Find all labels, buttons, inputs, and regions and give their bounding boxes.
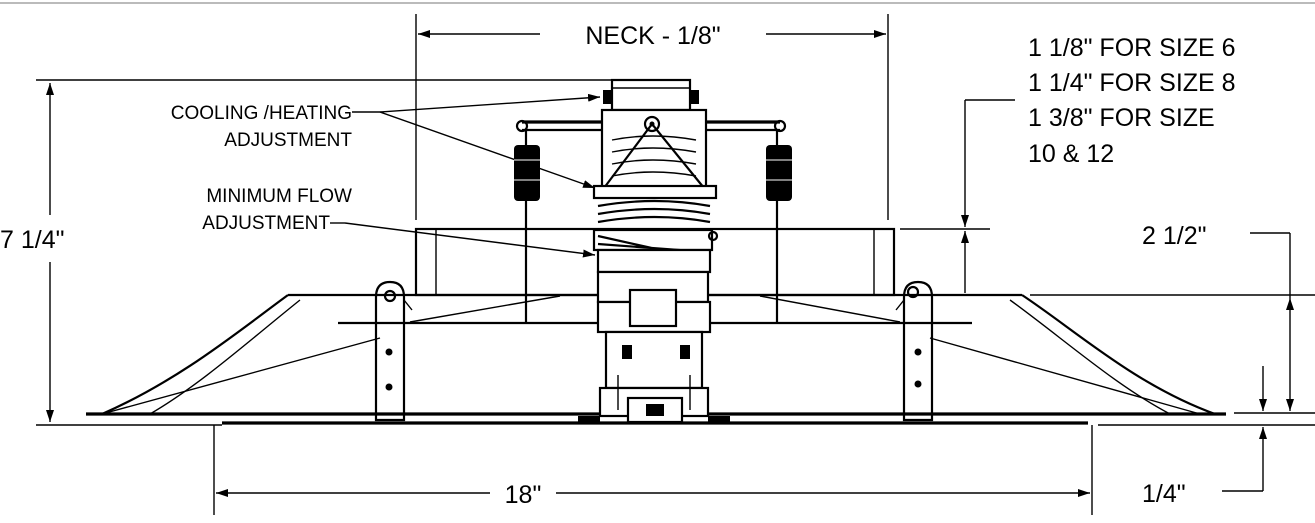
left-bracket-hole-a bbox=[385, 348, 393, 356]
cooling-heating-callout: COOLING /HEATING ADJUSTMENT bbox=[171, 93, 601, 189]
right-counterweight bbox=[766, 145, 792, 201]
cooling-leader-b bbox=[379, 111, 596, 189]
right-bracket-body bbox=[902, 280, 934, 422]
cap-knob-left bbox=[603, 90, 612, 104]
housing-right-inner bbox=[1009, 299, 1171, 415]
min-flow-screw bbox=[707, 230, 719, 242]
minflow-label-line2: ADJUSTMENT bbox=[202, 213, 330, 234]
size-note-line4: 10 & 12 bbox=[1028, 140, 1114, 168]
base-foot-left bbox=[578, 416, 600, 422]
right-bracket-hole-top bbox=[906, 285, 920, 299]
valve-clip-left bbox=[622, 345, 632, 359]
size-note-line2: 1 1/4" FOR SIZE 8 bbox=[1028, 69, 1236, 97]
left-bracket-hole-top bbox=[383, 289, 397, 303]
left-mounting-bracket bbox=[374, 280, 413, 422]
actuator-cap bbox=[610, 78, 692, 112]
valve-lower-block bbox=[604, 330, 704, 390]
bottom-offset-dimension: 1/4" bbox=[1098, 366, 1315, 508]
adjustment-ring bbox=[592, 184, 718, 200]
size-note-line3: 1 3/8" FOR SIZE bbox=[1028, 104, 1215, 132]
left-bracket-tab bbox=[403, 299, 413, 311]
diffuser-body bbox=[86, 78, 1226, 425]
central-actuator bbox=[578, 78, 730, 424]
width-dim-label: 18" bbox=[505, 481, 542, 509]
cooling-leader-a bbox=[379, 93, 601, 113]
right-mounting-bracket bbox=[895, 280, 934, 422]
width-dimension: 18" bbox=[213, 425, 1093, 515]
vane-left-b bbox=[409, 295, 561, 323]
valve-center-block bbox=[628, 288, 678, 328]
housing-left-inner bbox=[149, 299, 301, 415]
right-bracket-hole-a bbox=[914, 348, 922, 356]
crossbar-pivot-right bbox=[773, 119, 787, 133]
actuator-crossbar bbox=[514, 119, 792, 323]
right-bracket-tab bbox=[895, 299, 905, 311]
pivot-knob-center bbox=[649, 121, 655, 127]
collar-dim-label: 2 1/2" bbox=[1142, 222, 1206, 250]
size-note: 1 1/8" FOR SIZE 6 1 1/4" FOR SIZE 8 1 3/… bbox=[900, 34, 1236, 293]
valve-collar bbox=[596, 248, 712, 274]
valve-clip-right bbox=[680, 345, 690, 359]
left-bracket-body bbox=[374, 280, 406, 422]
crossbar-pivot-left bbox=[515, 119, 529, 133]
minflow-label-line1: MINIMUM FLOW bbox=[206, 186, 352, 207]
right-bracket-hole-b bbox=[914, 380, 922, 388]
size-note-line1: 1 1/8" FOR SIZE 6 bbox=[1028, 34, 1236, 62]
cooling-label-line1: COOLING /HEATING bbox=[171, 103, 352, 124]
vane-right-a bbox=[929, 337, 1201, 415]
base-foot-right bbox=[708, 416, 730, 422]
left-bracket-hole-b bbox=[385, 383, 393, 391]
height-dim-label: 7 1/4" bbox=[0, 226, 64, 254]
vane-right-b bbox=[759, 295, 901, 323]
vane-left-a bbox=[101, 337, 381, 415]
minimum-flow-callout: MINIMUM FLOW ADJUSTMENT bbox=[202, 186, 596, 258]
left-counterweight bbox=[514, 145, 540, 201]
cooling-label-line2: ADJUSTMENT bbox=[224, 130, 352, 151]
collar-dimension: 2 1/2" bbox=[1030, 222, 1315, 411]
pivot-knob bbox=[643, 115, 661, 133]
offset-dim-label: 1/4" bbox=[1142, 480, 1186, 508]
neck-dimension: NECK - 1/8" bbox=[415, 14, 889, 220]
upper-spring-coils bbox=[611, 135, 697, 177]
damper-plug-center bbox=[646, 404, 664, 416]
neck-dim-label: NECK - 1/8" bbox=[585, 22, 720, 50]
cone-struts bbox=[603, 123, 705, 189]
housing-left-curve bbox=[101, 294, 289, 416]
housing-right-curve bbox=[1021, 294, 1216, 416]
minflow-leader bbox=[344, 222, 596, 258]
height-dimension: 7 1/4" bbox=[0, 79, 612, 426]
cap-knob-right bbox=[690, 90, 699, 104]
lower-spring-coils bbox=[597, 199, 711, 224]
